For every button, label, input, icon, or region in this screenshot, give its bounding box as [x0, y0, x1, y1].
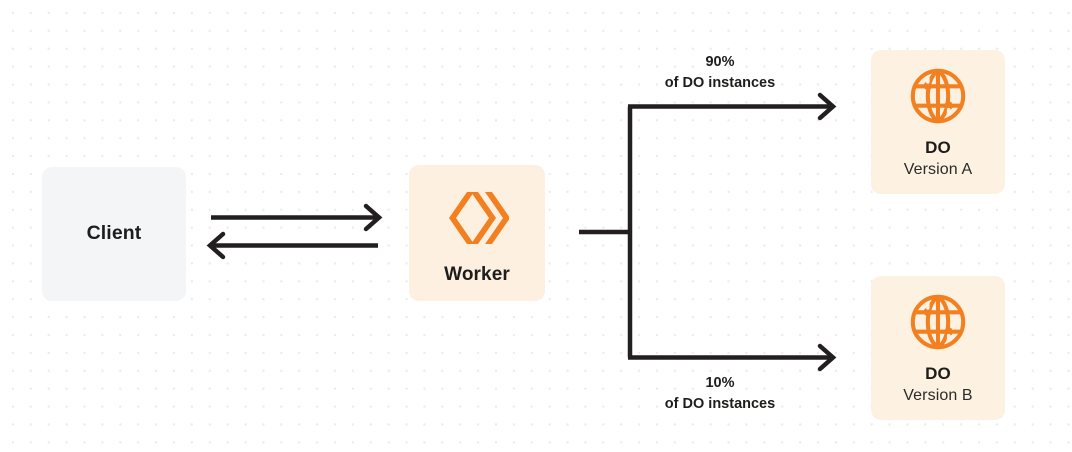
node-do-version-b[interactable]: DO Version B [871, 276, 1005, 420]
edge-label-do-a-text: of DO instances [664, 75, 776, 92]
node-do-b-label: DO [925, 364, 951, 383]
edge-worker-to-do-b [628, 343, 837, 372]
edge-worker-to-client [206, 231, 378, 260]
node-worker-label: Worker [444, 264, 510, 285]
node-do-b-sublabel: Version B [903, 387, 973, 404]
node-do-a-sublabel: Version A [903, 161, 973, 178]
node-client[interactable]: Client [42, 167, 186, 301]
node-do-version-a[interactable]: DO Version A [871, 50, 1005, 194]
edge-worker-to-do-a [628, 92, 837, 121]
edge-label-do-b-text: of DO instances [664, 396, 776, 413]
edge-label-do-b: 10% of DO instances [620, 373, 820, 415]
node-do-a-label: DO [925, 138, 951, 157]
node-client-label: Client [86, 222, 142, 245]
node-worker[interactable]: Worker [409, 165, 545, 301]
edge-client-to-worker [211, 203, 383, 232]
globe-icon [907, 65, 969, 138]
edge-label-do-a-percent: 90% [705, 54, 735, 70]
edge-label-do-a: 90% of DO instances [620, 52, 820, 94]
cloudflare-workers-icon [445, 186, 509, 250]
edge-label-do-b-percent: 10% [705, 375, 735, 391]
edge-worker-split-bracket [579, 106, 633, 358]
globe-icon [907, 291, 969, 364]
